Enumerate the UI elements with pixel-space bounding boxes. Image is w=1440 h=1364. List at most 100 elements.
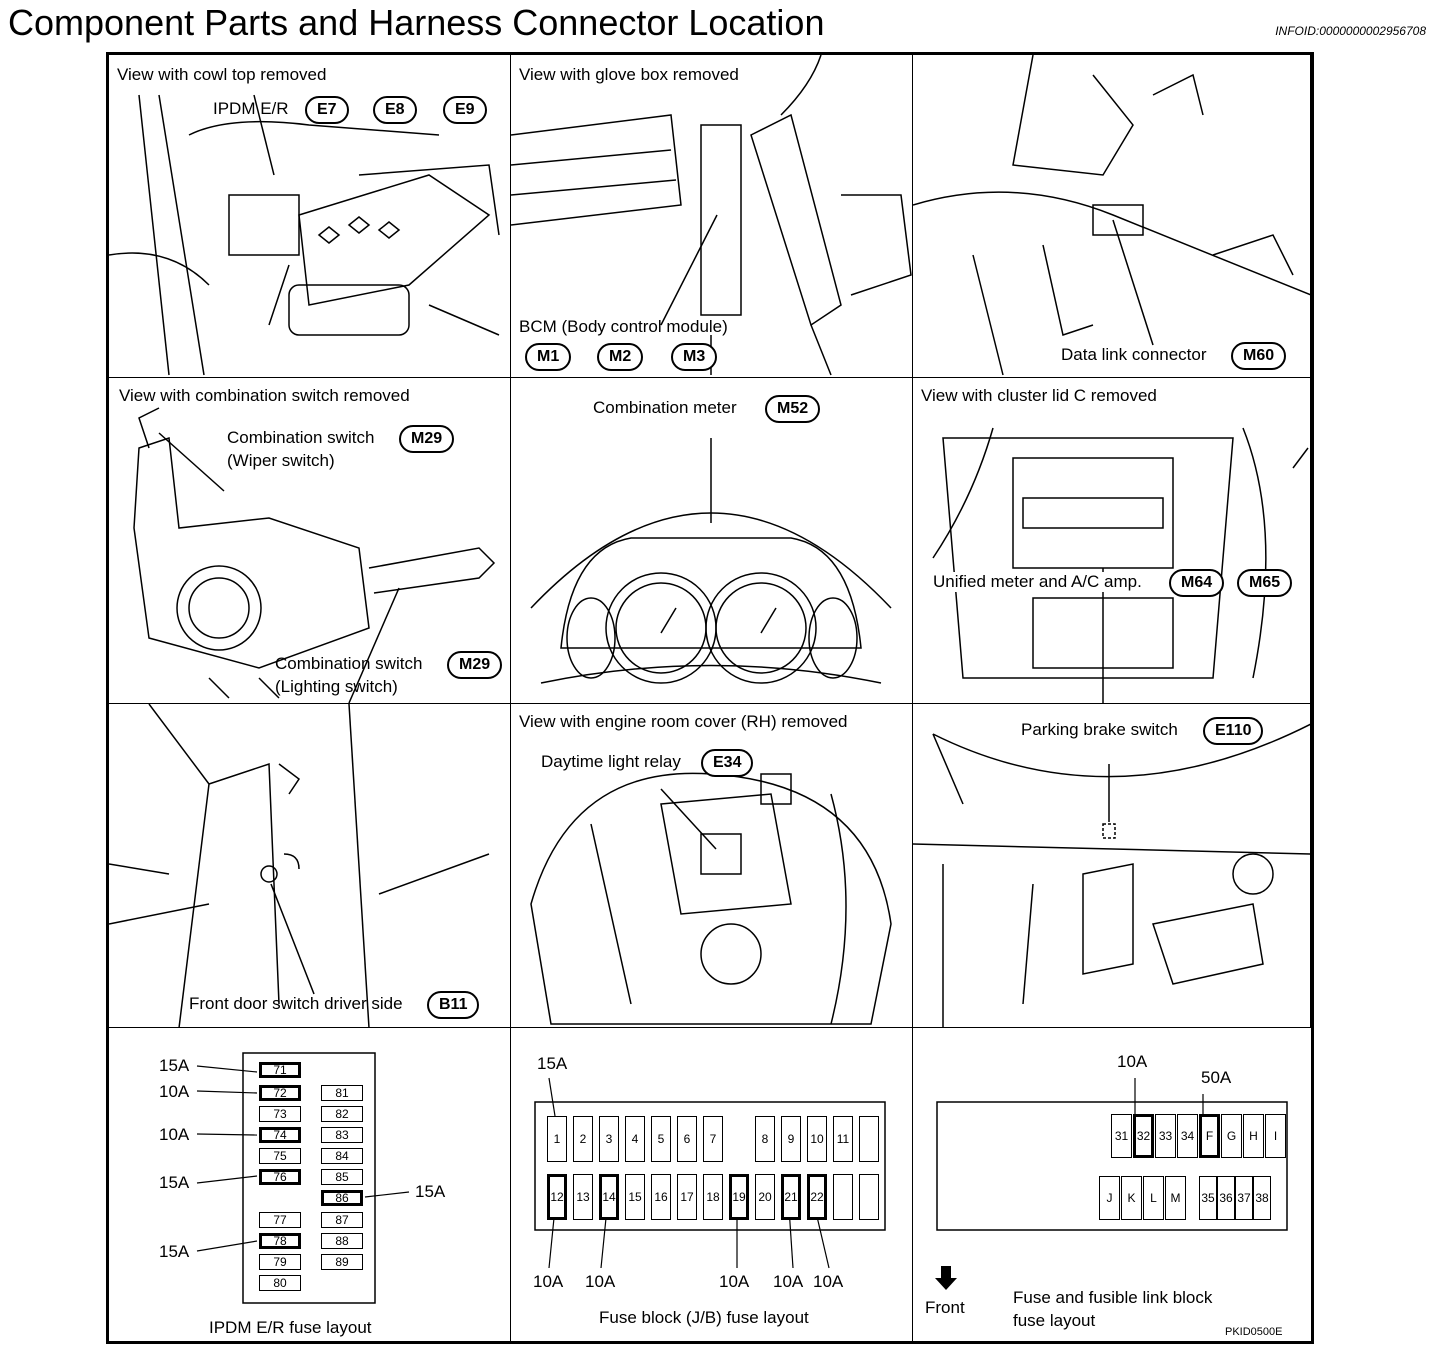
fuse-80: 80 — [259, 1275, 301, 1291]
fuse-71: 71 — [259, 1062, 301, 1078]
fuse-20: 20 — [755, 1174, 775, 1220]
panel-caption: View with engine room cover (RH) removed — [519, 712, 848, 731]
door-pillar-illustration — [109, 704, 490, 1027]
panel-caption: View with cowl top removed — [117, 65, 327, 84]
connector-m65: M65 — [1237, 569, 1293, 597]
fuse-2: 2 — [573, 1116, 593, 1162]
connector-e8: E8 — [373, 96, 417, 124]
fuse-87: 87 — [321, 1212, 363, 1228]
fuse-1: 1 — [547, 1116, 567, 1162]
connector-m29-bottom: M29 — [447, 651, 503, 679]
ipdm-fuse-caption: IPDM E/R fuse layout — [209, 1318, 372, 1337]
fuse-81: 81 — [321, 1085, 363, 1101]
combination-switch-illustration — [133, 407, 496, 703]
door-switch-label: Front door switch driver side — [189, 994, 403, 1013]
ipdm-fuse-leaders — [196, 1052, 410, 1304]
fuse-12: 12 — [547, 1174, 567, 1220]
fuse-empty-slot — [833, 1174, 853, 1220]
panel-daytime-relay: View with engine room cover (RH) removed… — [511, 704, 913, 1028]
rating-f: 50A — [1201, 1068, 1232, 1087]
fuse-J: J — [1099, 1176, 1120, 1220]
fuse-L: L — [1143, 1176, 1164, 1220]
fuse-9: 9 — [781, 1116, 801, 1162]
fuse-7: 7 — [703, 1116, 723, 1162]
fuse-empty-slot — [859, 1116, 879, 1162]
fuse-3: 3 — [599, 1116, 619, 1162]
connector-e7: E7 — [305, 96, 349, 124]
fuse-85: 85 — [321, 1169, 363, 1185]
fuse-10: 10 — [807, 1116, 827, 1162]
fuse-11: 11 — [833, 1116, 853, 1162]
ipdm-label: IPDM E/R — [213, 99, 289, 118]
connector-b11: B11 — [427, 991, 480, 1019]
fuse-36: 36 — [1217, 1176, 1235, 1220]
engine-bay-illustration — [109, 94, 500, 376]
fuse-82: 82 — [321, 1106, 363, 1122]
connector-m2: M2 — [597, 343, 644, 371]
connector-m1: M1 — [525, 343, 572, 371]
fuse-32: 32 — [1133, 1114, 1154, 1158]
wiper-switch-sub: (Wiper switch) — [227, 451, 335, 470]
combination-meter-illustration — [530, 438, 892, 684]
lighting-switch-label: Combination switch — [275, 654, 423, 673]
front-arrow-icon — [935, 1266, 957, 1290]
fuse-34: 34 — [1177, 1114, 1198, 1158]
bcm-illustration — [511, 55, 912, 376]
connector-m3: M3 — [671, 343, 718, 371]
fuse-31: 31 — [1111, 1114, 1132, 1158]
connector-e9: E9 — [443, 96, 487, 124]
fuse-35: 35 — [1199, 1176, 1217, 1220]
rating-72: 10A — [159, 1082, 190, 1101]
rating-76: 15A — [159, 1173, 190, 1192]
rating-78: 15A — [159, 1242, 190, 1261]
rating-1: 15A — [537, 1054, 568, 1073]
connector-e110: E110 — [1203, 717, 1264, 745]
fuse-76: 76 — [259, 1169, 301, 1185]
combination-meter-label: Combination meter — [593, 398, 737, 417]
daytime-relay-label: Daytime light relay — [541, 752, 681, 771]
fuse-74: 74 — [259, 1127, 301, 1143]
rating-86: 15A — [415, 1182, 446, 1201]
fuse-15: 15 — [625, 1174, 645, 1220]
fuse-empty-slot — [859, 1174, 879, 1220]
parking-brake-illustration — [913, 723, 1310, 1027]
panel-combination-meter: Combination meter M52 — [511, 378, 913, 704]
fusible-link-caption-1: Fuse and fusible link block — [1013, 1288, 1213, 1307]
rating-32: 10A — [1117, 1052, 1148, 1071]
fuse-78: 78 — [259, 1233, 301, 1249]
lighting-switch-sub: (Lighting switch) — [275, 677, 398, 696]
fuse-22: 22 — [807, 1174, 827, 1220]
diagram-frame: View with cowl top removed IPDM E/R E7 E… — [106, 52, 1314, 1344]
rating-74: 10A — [159, 1125, 190, 1144]
parking-brake-label: Parking brake switch — [1021, 720, 1178, 739]
panel-parking-brake: Parking brake switch E110 — [913, 704, 1311, 1028]
fuse-I: I — [1265, 1114, 1286, 1158]
panel-data-link: Data link connector M60 — [913, 55, 1311, 378]
fuse-77: 77 — [259, 1212, 301, 1228]
fuse-19: 19 — [729, 1174, 749, 1220]
connector-e34: E34 — [701, 749, 754, 777]
fuse-83: 83 — [321, 1127, 363, 1143]
fuse-17: 17 — [677, 1174, 697, 1220]
fuse-89: 89 — [321, 1254, 363, 1270]
panel-door-switch: Front door switch driver side B11 — [109, 704, 511, 1028]
rating-12: 10A — [533, 1272, 564, 1291]
fuse-F: F — [1199, 1114, 1220, 1158]
bcm-label: BCM (Body control module) — [519, 317, 728, 336]
figure-code: PKID0500E — [1225, 1326, 1283, 1338]
fuse-79: 79 — [259, 1254, 301, 1270]
rating-22: 10A — [813, 1272, 844, 1291]
fusible-link-leaders — [935, 1078, 1288, 1290]
info-id: INFOID:0000000002956708 — [1275, 24, 1426, 38]
fuse-G: G — [1221, 1114, 1242, 1158]
connector-m60: M60 — [1231, 342, 1287, 370]
fuse-14: 14 — [599, 1174, 619, 1220]
fuse-M: M — [1165, 1176, 1186, 1220]
fuse-75: 75 — [259, 1148, 301, 1164]
connector-m29-top: M29 — [399, 425, 455, 453]
unified-meter-label: Unified meter and A/C amp. — [933, 572, 1142, 592]
panel-caption: View with cluster lid C removed — [921, 386, 1157, 405]
panel-combination-switch: View with combination switch removed Com… — [109, 378, 511, 704]
